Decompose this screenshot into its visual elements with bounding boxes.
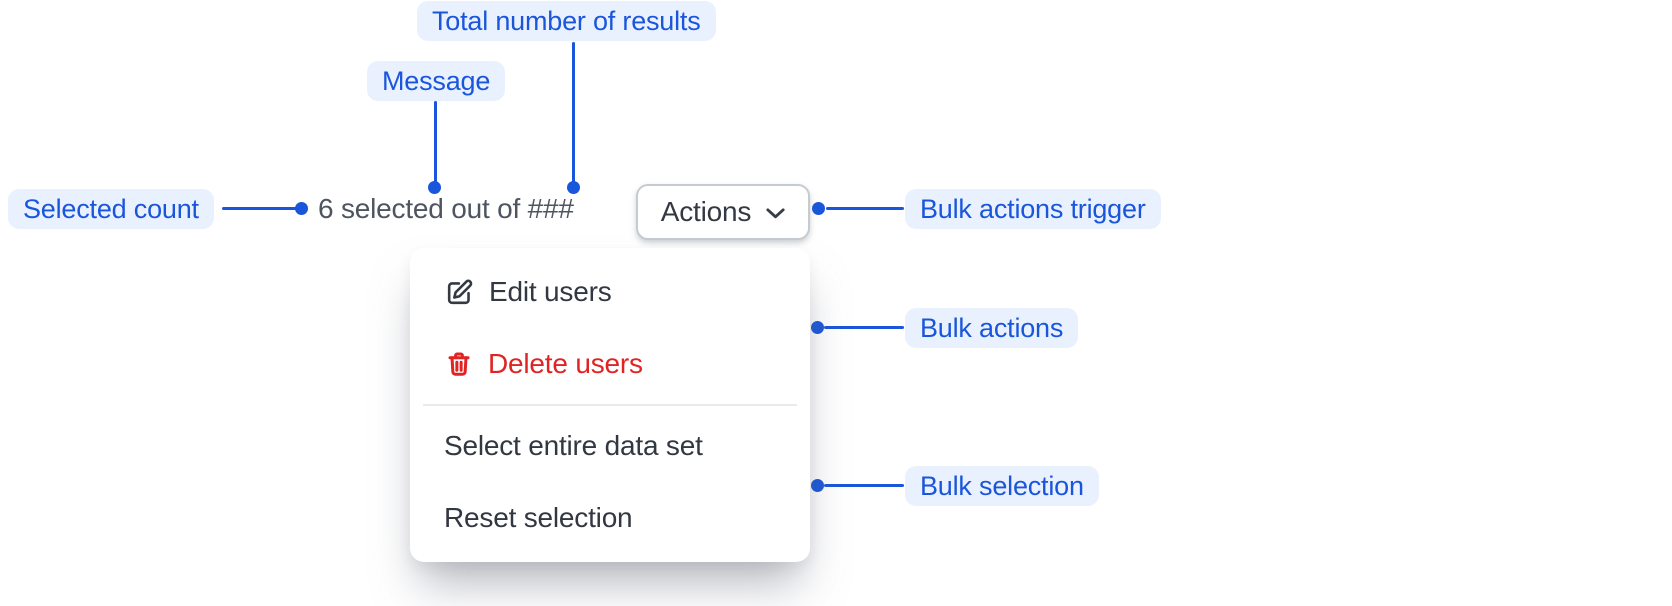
annotation-bulk-selection: Bulk selection — [905, 466, 1099, 506]
bulk-actions-trigger-button[interactable]: Actions — [636, 184, 810, 240]
annotation-total-results: Total number of results — [417, 1, 716, 41]
connector-dot-selected-count — [295, 202, 308, 215]
actions-button-label: Actions — [660, 196, 752, 227]
connector-line-bulk-actions-trigger — [826, 207, 904, 210]
annotation-message: Message — [367, 61, 506, 101]
connector-dot-total-results — [567, 181, 580, 194]
menu-item-edit-users[interactable]: Edit users — [410, 256, 810, 328]
menu-item-label: Reset selection — [444, 502, 633, 533]
bulk-selection-menu: Select entire data set Reset selection — [410, 410, 810, 554]
connector-line-selected-count — [222, 207, 298, 210]
trash-icon — [444, 349, 474, 379]
connector-line-bulk-actions — [824, 326, 904, 329]
menu-item-reset-selection[interactable]: Reset selection — [410, 482, 810, 554]
annotation-bulk-actions-trigger: Bulk actions trigger — [905, 189, 1161, 229]
menu-item-label: Edit users — [489, 276, 612, 307]
connector-dot-message — [428, 181, 441, 194]
connector-line-message — [434, 101, 437, 188]
bulk-actions-menu: Edit users Delete users — [410, 256, 810, 400]
connector-dot-bulk-selection — [811, 479, 824, 492]
connector-line-bulk-selection — [824, 484, 904, 487]
menu-item-select-entire-data-set[interactable]: Select entire data set — [410, 410, 810, 482]
menu-divider — [423, 404, 797, 406]
edit-icon — [444, 277, 475, 308]
menu-item-label: Delete users — [488, 348, 643, 379]
connector-dot-bulk-actions-trigger — [812, 202, 825, 215]
menu-item-delete-users[interactable]: Delete users — [410, 328, 810, 400]
selected-count-message: 6 selected out of ### — [318, 193, 574, 224]
connector-line-total-results — [572, 42, 575, 188]
chevron-down-icon — [766, 208, 785, 219]
connector-dot-bulk-actions — [811, 321, 824, 334]
annotation-bulk-actions: Bulk actions — [905, 308, 1079, 348]
annotation-selected-count: Selected count — [8, 189, 214, 229]
menu-item-label: Select entire data set — [444, 430, 703, 461]
bulk-actions-dropdown: Edit users Delete users Select entire da… — [410, 248, 810, 562]
